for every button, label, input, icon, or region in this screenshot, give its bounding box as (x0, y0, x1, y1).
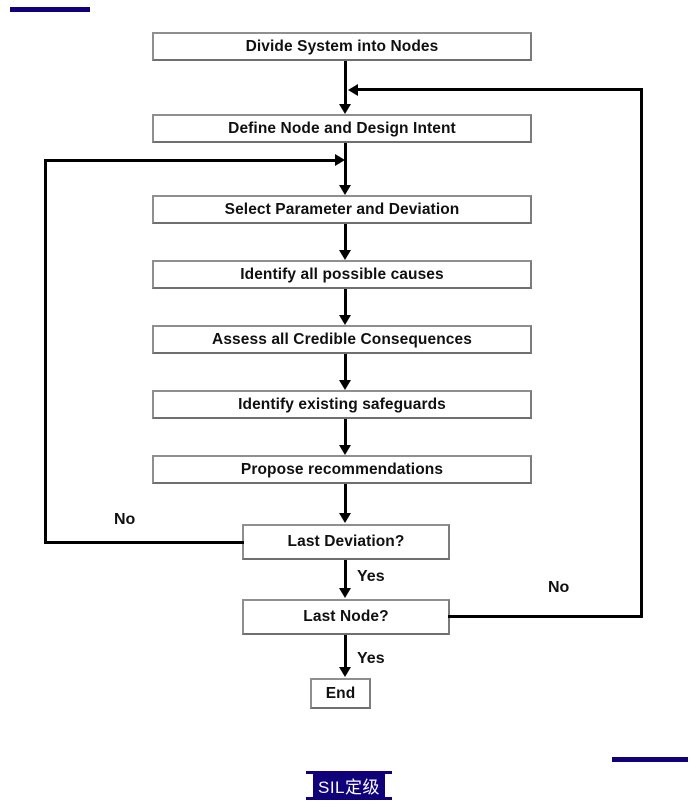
connector-last-deviation-no-vertical (44, 159, 47, 544)
node-label: Last Deviation? (287, 533, 405, 550)
arrowhead-causes-to-consequences (339, 315, 351, 325)
connector-safeguards-to-recommendations (344, 419, 347, 447)
top-left-accent-rule (10, 7, 90, 12)
connector-last-node-no-horizontal-in (356, 88, 643, 91)
node-label: Identify all possible causes (240, 265, 444, 283)
node-label: Divide System into Nodes (245, 37, 439, 55)
node-identify-all-possible-causes[interactable]: Identify all possible causes (152, 260, 532, 289)
connector-recommendations-to-last-deviation (344, 484, 347, 516)
arrowhead-last-node-yes (339, 667, 351, 677)
arrowhead-last-deviation-no-merge (335, 154, 345, 166)
connector-causes-to-consequences (344, 289, 347, 317)
connector-consequences-to-safeguards (344, 354, 347, 382)
node-label: End (325, 684, 356, 702)
edge-label-last-node-yes: Yes (357, 650, 385, 667)
connector-define-to-select (344, 143, 347, 187)
arrowhead-last-deviation-yes (339, 588, 351, 598)
connector-last-node-yes-to-end (344, 635, 347, 670)
bottom-right-accent-rule (612, 757, 688, 762)
node-label: Define Node and Design Intent (228, 119, 456, 137)
node-label: Assess all Credible Consequences (212, 330, 472, 348)
connector-last-deviation-yes-to-last-node (344, 560, 347, 590)
node-end-terminal[interactable]: End (310, 678, 371, 709)
connector-last-deviation-no-horizontal-out (44, 541, 244, 544)
node-last-deviation-decision[interactable]: Last Deviation? (242, 524, 450, 560)
node-label: Identify existing safeguards (238, 395, 446, 413)
connector-divide-to-define (344, 61, 347, 106)
node-identify-existing-safeguards[interactable]: Identify existing safeguards (152, 390, 532, 419)
edge-label-last-deviation-yes: Yes (357, 568, 385, 585)
node-select-parameter-and-deviation[interactable]: Select Parameter and Deviation (152, 195, 532, 224)
connector-select-to-causes (344, 224, 347, 252)
node-last-node-decision[interactable]: Last Node? (242, 599, 450, 635)
arrowhead-divide-to-define (339, 104, 351, 114)
node-divide-system-into-nodes[interactable]: Divide System into Nodes (152, 32, 532, 61)
connector-last-node-no-vertical (640, 88, 643, 618)
tag-bottom-cap (306, 797, 392, 800)
node-label: Select Parameter and Deviation (224, 200, 460, 218)
node-define-node-and-design-intent[interactable]: Define Node and Design Intent (152, 114, 532, 143)
node-label: Last Node? (303, 608, 389, 625)
node-assess-all-credible-consequences[interactable]: Assess all Credible Consequences (152, 325, 532, 354)
node-propose-recommendations[interactable]: Propose recommendations (152, 455, 532, 484)
edge-label-last-node-no: No (548, 579, 570, 596)
node-label: Propose recommendations (240, 460, 444, 478)
arrowhead-consequences-to-safeguards (339, 380, 351, 390)
connector-last-deviation-no-horizontal-in (44, 159, 336, 162)
arrowhead-safeguards-to-recommendations (339, 445, 351, 455)
arrowhead-define-to-select (339, 185, 351, 195)
arrowhead-last-node-no-merge (348, 84, 358, 96)
arrowhead-select-to-causes (339, 250, 351, 260)
connector-last-node-no-horizontal-out (448, 615, 643, 618)
edge-label-last-deviation-no: No (114, 511, 136, 528)
sil-classification-tag-label: SIL定级 (317, 778, 381, 797)
arrowhead-recommendations-to-last-deviation (339, 513, 351, 523)
sil-classification-tag[interactable]: SIL定级 (313, 772, 385, 799)
